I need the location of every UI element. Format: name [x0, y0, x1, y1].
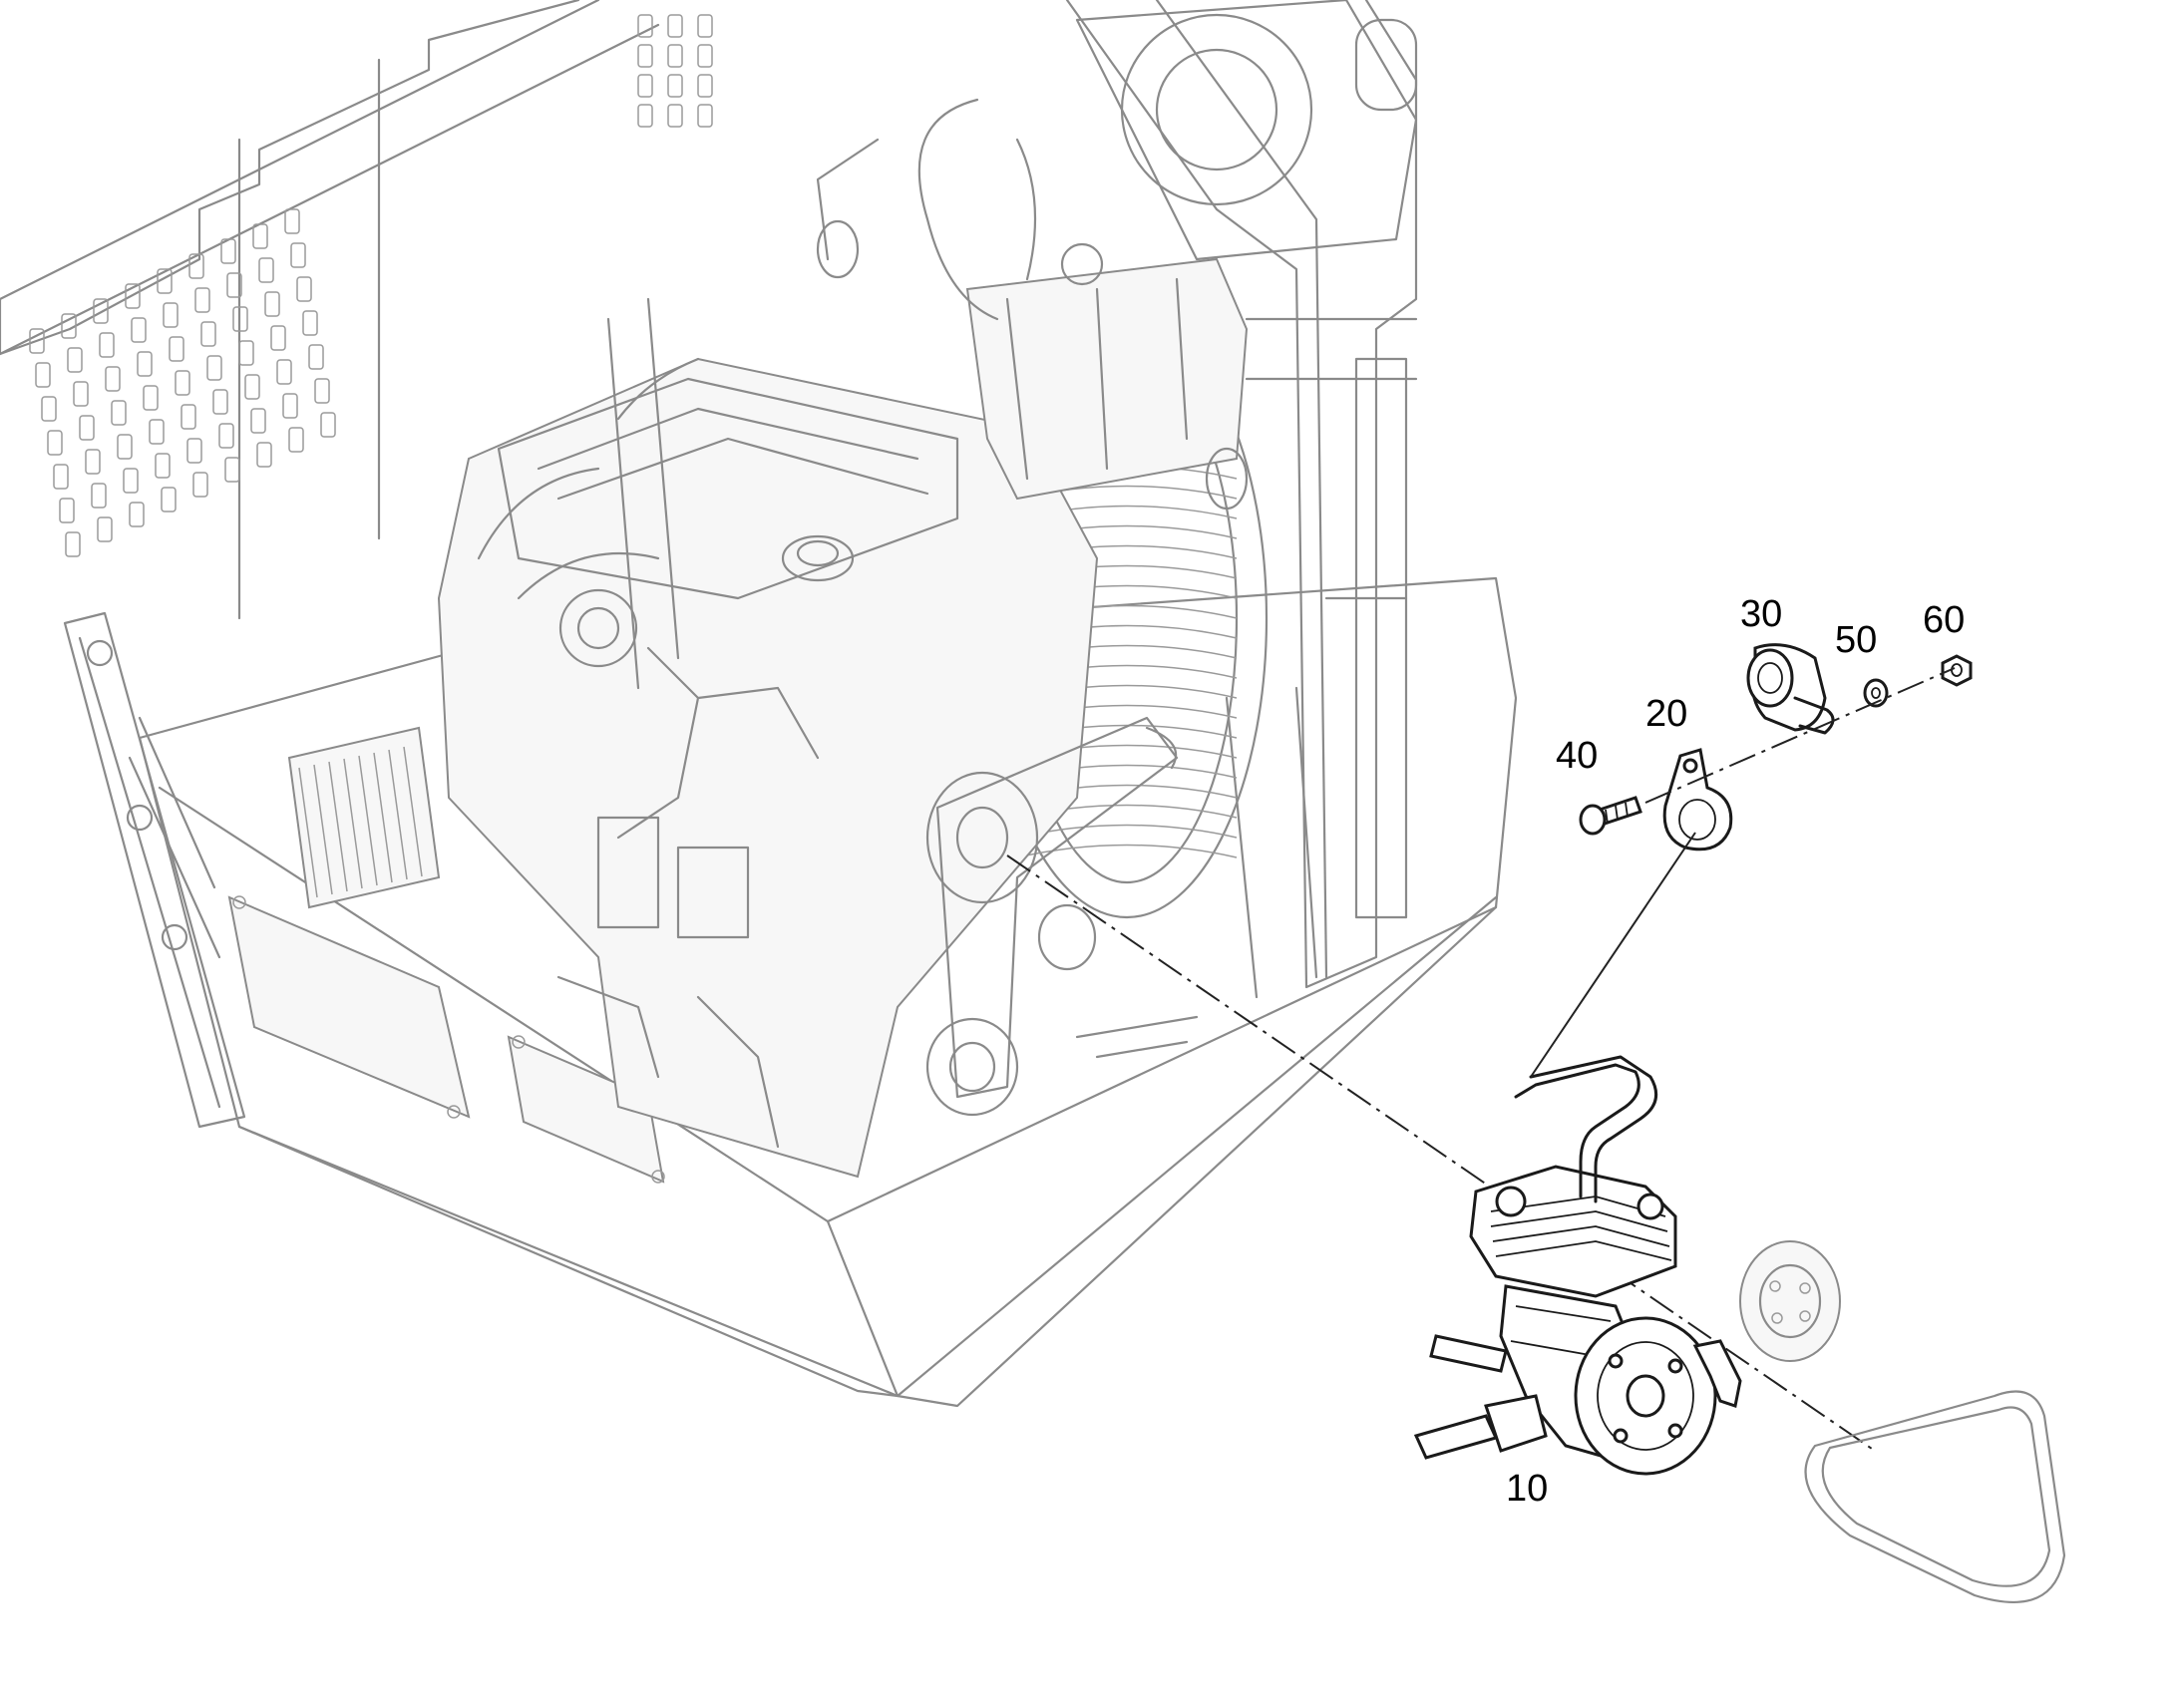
pulley-axis-centerline	[1006, 854, 1876, 1452]
callout-40: 40	[1556, 735, 1598, 777]
part-10-compressor	[1413, 1055, 1742, 1476]
callout-50: 50	[1835, 619, 1877, 661]
callout-20: 20	[1645, 693, 1687, 735]
engine	[287, 98, 1249, 1179]
machine-frame	[0, 0, 1518, 1408]
part-20-clamp	[1662, 748, 1733, 852]
drive-belt	[1804, 1390, 2066, 1603]
callout-labels: 10 20 30 40 50 60	[1506, 593, 1965, 1510]
callout-10: 10	[1506, 1468, 1548, 1510]
clamp-leader-line	[1530, 832, 1696, 1078]
fastener-axis-centerline	[1644, 667, 1956, 804]
callout-30: 30	[1740, 593, 1782, 635]
perforated-panel	[29, 14, 713, 557]
part-60-nut	[1941, 654, 1973, 687]
part-30-grommet	[1746, 643, 1835, 735]
part-50-washer	[1863, 678, 1889, 708]
callout-60: 60	[1923, 599, 1965, 641]
part-40-bolt	[1579, 796, 1642, 836]
drive-pulley	[1739, 1240, 1841, 1362]
